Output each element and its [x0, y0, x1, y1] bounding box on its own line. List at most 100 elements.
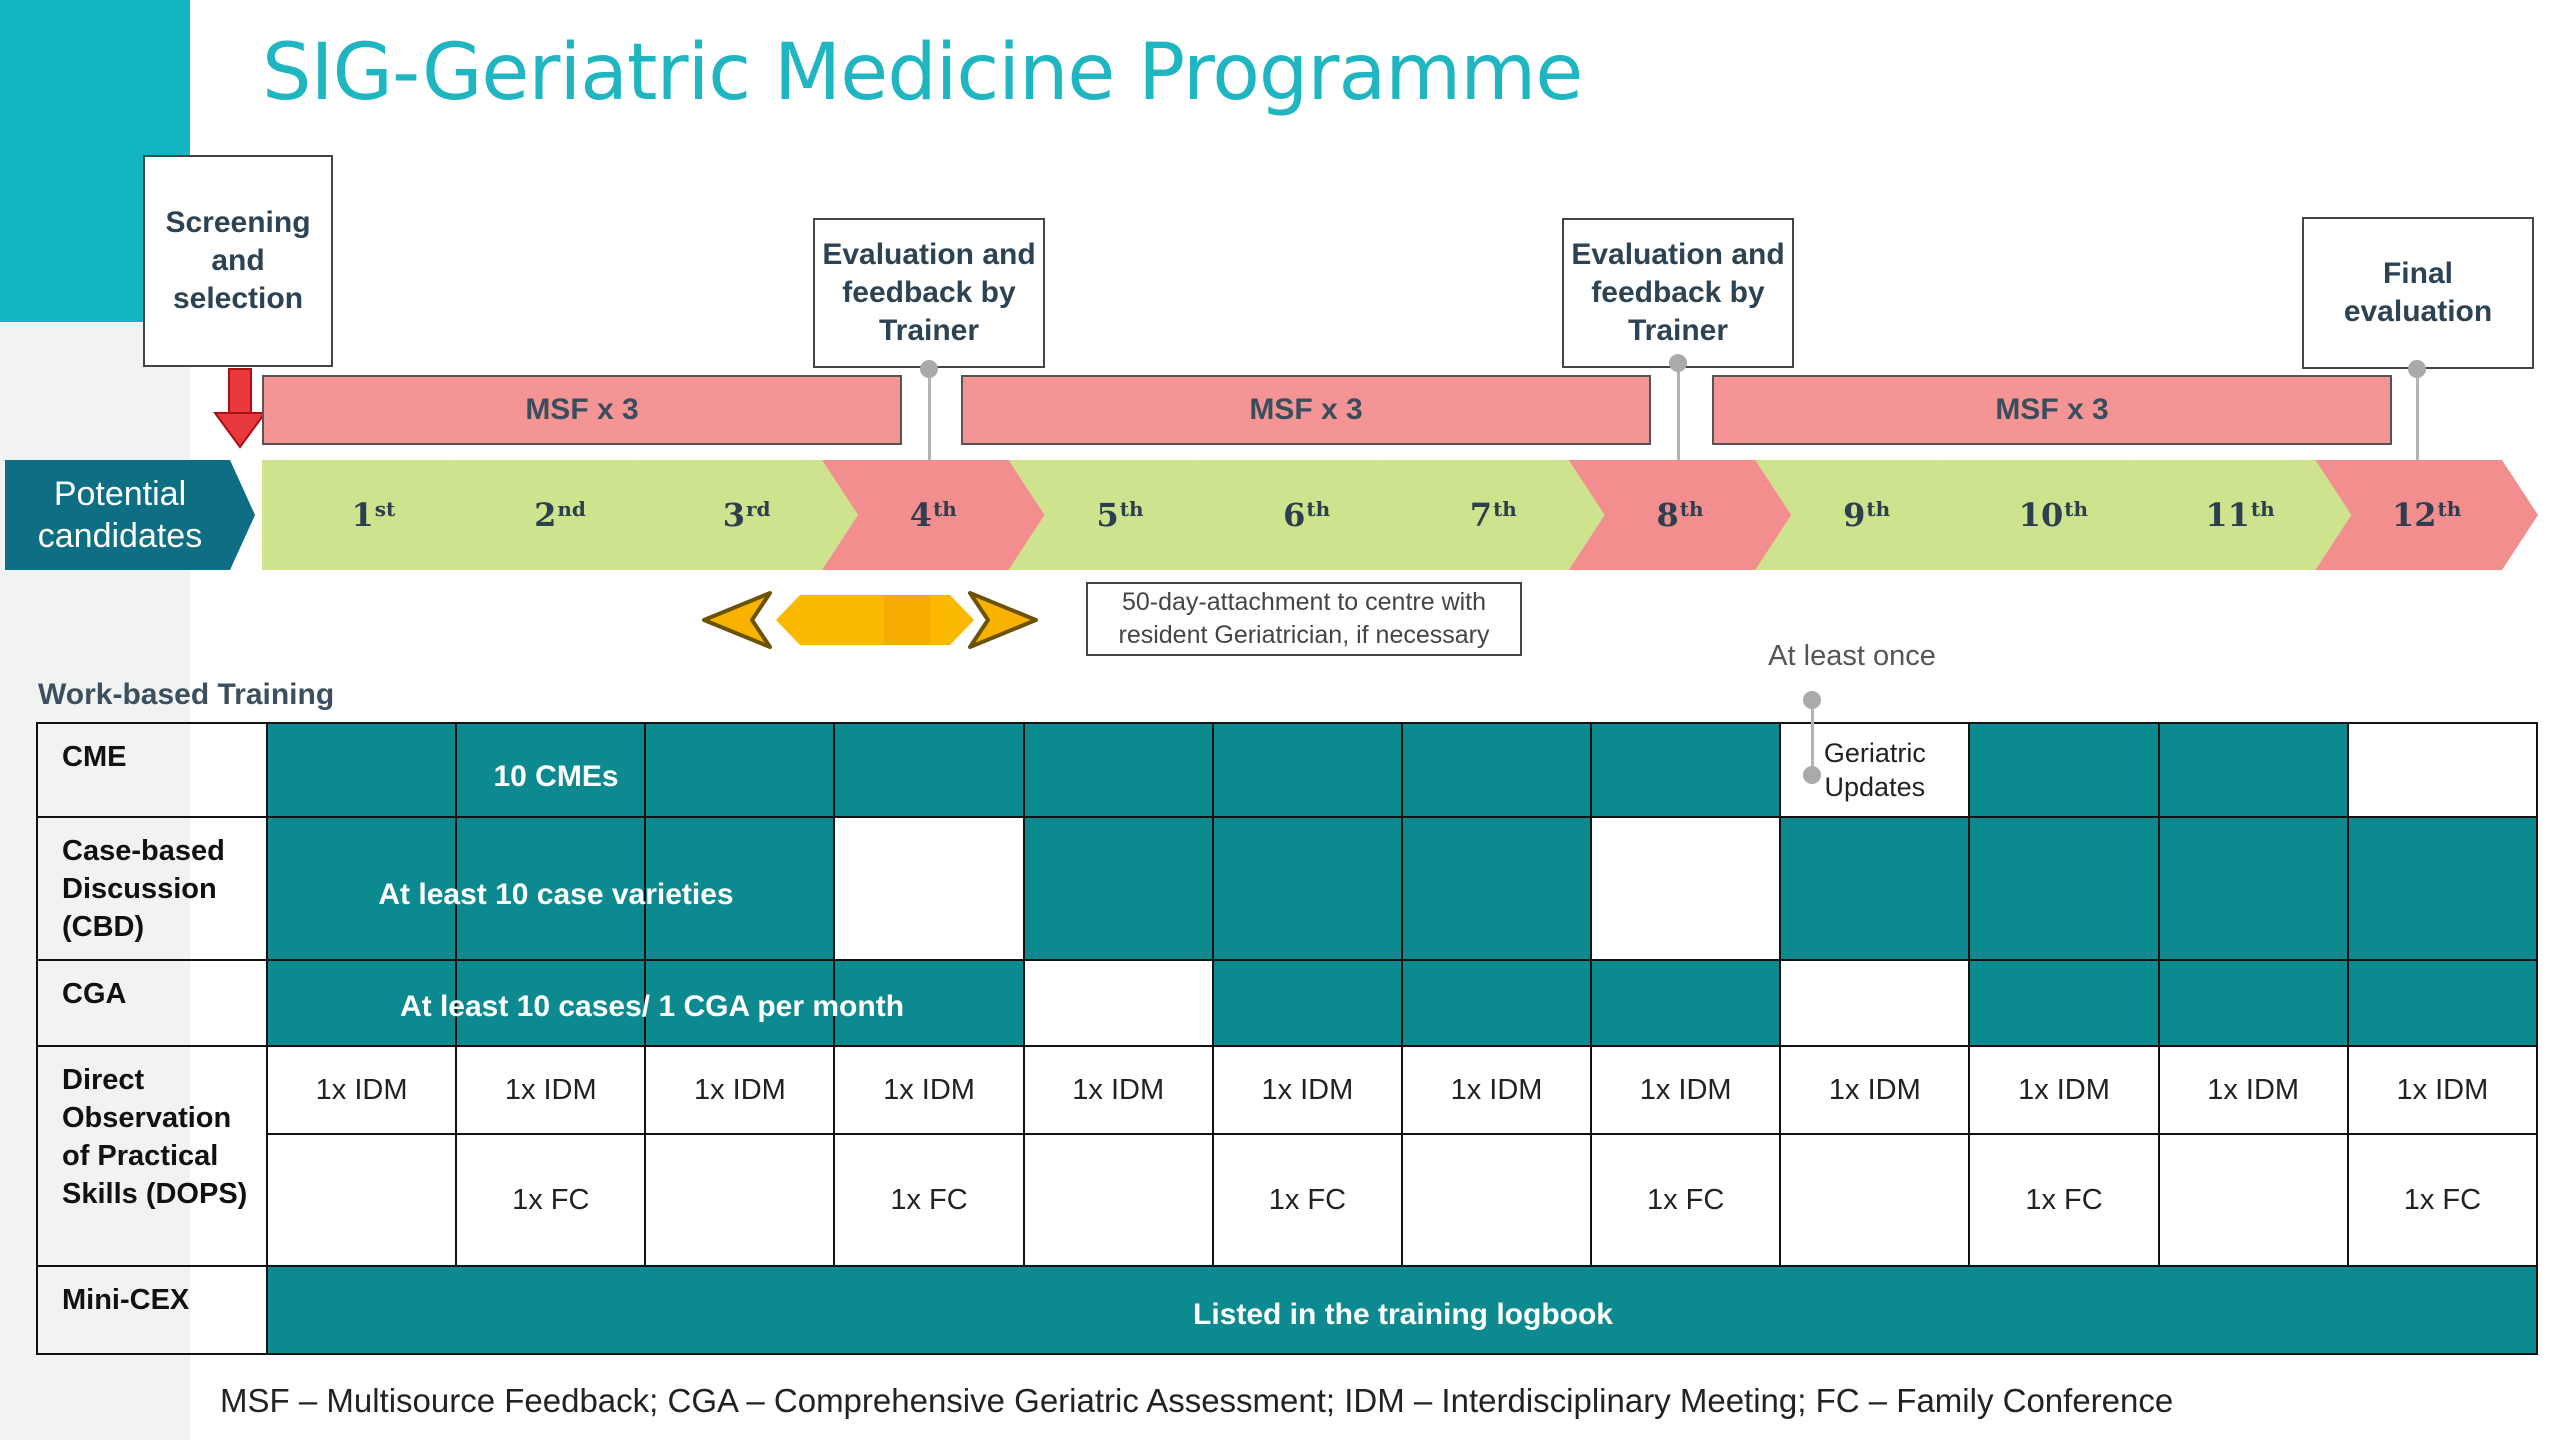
dops-idm-month-5: 1x IDM	[1022, 1045, 1214, 1135]
final-connector-dot	[2408, 360, 2426, 378]
cme-month-12-cell	[2346, 722, 2539, 818]
cme-month-8-cell	[1590, 722, 1782, 818]
dops-idm-month-11: 1x IDM	[2157, 1045, 2349, 1135]
minicex-row: Mini-CEX	[36, 1265, 2538, 1355]
work-based-training-title: Work-based Training	[38, 678, 335, 711]
cga-month-8-cell	[1590, 959, 1782, 1047]
cbd-month-5-cell	[1022, 816, 1214, 961]
dops-idm-month-6: 1x IDM	[1211, 1045, 1403, 1135]
month-chevron-1	[262, 460, 485, 570]
cga-row: CGA	[36, 959, 2539, 1047]
dops-fc-month-7	[1400, 1133, 1593, 1267]
month-ordinal-suffix: th	[2437, 497, 2462, 521]
dops-fc-month-2: 1x FC	[455, 1133, 647, 1267]
cme-row: CME Geriatric Updates	[36, 722, 2539, 818]
screening-callout: Screening and selection	[143, 155, 333, 367]
geriatric-updates-label: Geriatric Updates	[1823, 738, 1926, 802]
cme-row-label: CME	[36, 722, 268, 818]
minicex-overlay-text: Listed in the training logbook	[1193, 1298, 1613, 1331]
dops-fc-month-5	[1022, 1133, 1214, 1267]
eval1-connector-dot	[920, 360, 938, 378]
month-ordinal-suffix: th	[1306, 497, 1331, 521]
dops-idm-month-9: 1x IDM	[1779, 1045, 1971, 1135]
cga-month-12-cell	[2346, 959, 2539, 1047]
msf-bar-3: MSF x 3	[1712, 375, 2392, 445]
evaluation-callout-1: Evaluation and feedback by Trainer	[813, 218, 1045, 368]
dops-idm-month-4: 1x IDM	[833, 1045, 1025, 1135]
dops-fc-month-3	[644, 1133, 836, 1267]
final-connector	[2416, 369, 2419, 460]
dops-fc-month-12: 1x FC	[2346, 1133, 2539, 1267]
cbd-month-4-cell	[833, 816, 1025, 961]
minicex-bar	[266, 1265, 2538, 1355]
month-number: 9	[1843, 496, 1866, 534]
month-chevron-10	[1942, 460, 2165, 570]
at-least-once-connector	[1811, 698, 1814, 778]
cga-month-10-cell	[1968, 959, 2160, 1047]
month-chevron-11	[2128, 460, 2352, 570]
month-chevron-12	[2315, 460, 2538, 570]
month-chevron-7	[1382, 460, 1605, 570]
at-least-once-dot-bottom	[1803, 766, 1821, 784]
cbd-month-12-cell	[2346, 816, 2539, 961]
month-number: 1	[351, 496, 374, 534]
month-chevron-4	[822, 460, 1045, 570]
month-ordinal-suffix: th	[933, 497, 957, 521]
month-chevron-5	[1008, 460, 1232, 570]
cbd-month-11-cell	[2157, 816, 2349, 961]
dops-fc-month-9	[1779, 1133, 1971, 1267]
evaluation-callout-2: Evaluation and feedback by Trainer	[1562, 218, 1794, 368]
msf-bar-1: MSF x 3	[262, 375, 902, 445]
month-number: 3	[722, 496, 746, 534]
dops-row-label: Direct Observation of Practical Skills (…	[36, 1045, 268, 1267]
eval2-connector-dot	[1669, 354, 1687, 372]
cme-month-1-cell	[265, 722, 458, 818]
month-chevron-2	[448, 460, 672, 570]
month-ordinal-suffix: th	[1119, 497, 1144, 521]
cga-month-1-cell	[265, 959, 458, 1047]
dops-idm-month-2: 1x IDM	[455, 1045, 647, 1135]
dops-idm-row: Direct Observation of Practical Skills (…	[36, 1045, 2539, 1267]
at-least-once-label: At least once	[1768, 640, 1936, 672]
final-evaluation-callout: Final evaluation	[2302, 217, 2534, 369]
cbd-overlay-text: At least 10 case varieties	[378, 878, 734, 911]
month-chevrons	[262, 460, 2538, 570]
month-ordinal-suffix: th	[1493, 497, 1517, 521]
dops-fc-month-6: 1x FC	[1211, 1133, 1403, 1267]
cme-month-2-cell	[455, 722, 647, 818]
month-chevron-3	[635, 460, 858, 570]
cga-month-2-cell	[455, 959, 647, 1047]
month-ordinal-suffix: th	[1679, 497, 1704, 521]
cbd-month-1-cell	[265, 816, 458, 961]
dops-idm-month-7: 1x IDM	[1400, 1045, 1593, 1135]
month-chevron-8	[1568, 460, 1792, 570]
cbd-row-label: Case-based Discussion (CBD)	[36, 816, 268, 961]
month-ordinal-suffix: th	[2250, 497, 2275, 521]
eval1-connector	[928, 368, 931, 460]
dops-fc-month-10: 1x FC	[1968, 1133, 2160, 1267]
cga-month-9-cell	[1779, 959, 1971, 1047]
month-number: 6	[1283, 496, 1306, 534]
month-ordinal-suffix: th	[1866, 497, 1891, 521]
potential-candidates-arrow	[5, 460, 255, 570]
cbd-month-10-cell	[1968, 816, 2160, 961]
cme-month-5-cell	[1022, 722, 1214, 818]
potential-candidates-label: Potential candidates	[37, 475, 203, 555]
cme-month-7-cell	[1400, 722, 1593, 818]
cbd-month-6-cell	[1211, 816, 1403, 961]
page-title: SIG-Geriatric Medicine Programme	[262, 28, 1583, 118]
cme-month-6-cell	[1211, 722, 1403, 818]
month-number: 4	[909, 496, 933, 534]
month-ordinal-suffix: nd	[557, 497, 586, 521]
dops-fc-month-4: 1x FC	[833, 1133, 1025, 1267]
cga-month-3-cell	[644, 959, 836, 1047]
